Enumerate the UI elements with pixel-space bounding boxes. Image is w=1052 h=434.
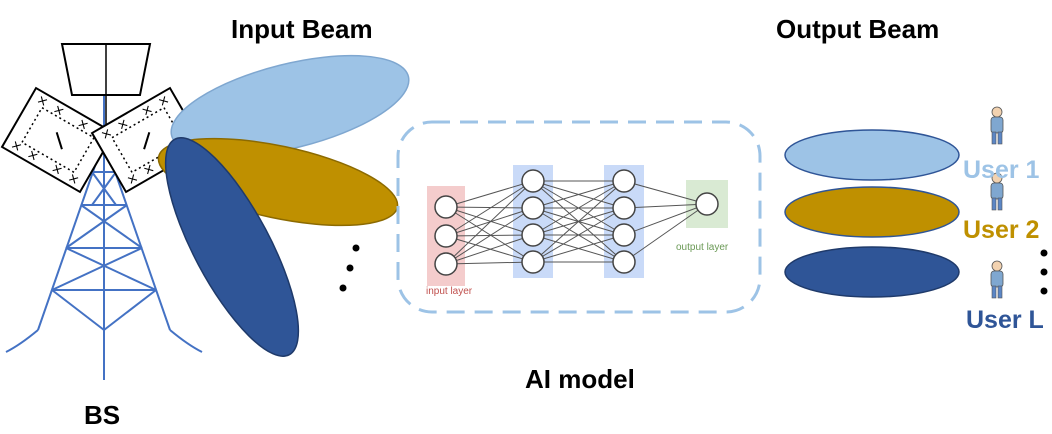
- nn-node: [521, 250, 545, 274]
- nn-edge: [445, 234, 534, 265]
- user-icon-1: [990, 106, 1004, 145]
- user-icon-l: [990, 260, 1004, 299]
- ai-model-box: [396, 120, 762, 314]
- nn-edge: [532, 234, 625, 263]
- nn-node: [521, 223, 545, 247]
- nn-node: [695, 192, 719, 216]
- nn-edge: [623, 203, 708, 209]
- nn-edge: [445, 180, 534, 237]
- input-beam-light: [170, 54, 410, 158]
- nn-edge: [445, 206, 534, 263]
- nn-node: [612, 169, 636, 193]
- nn-edge: [532, 180, 625, 263]
- nn-edge: [623, 180, 708, 205]
- nn-node: [612, 250, 636, 274]
- nn-node: [612, 196, 636, 220]
- nn-edge: [532, 207, 625, 263]
- user-l-label: User L: [966, 306, 1044, 334]
- output-beam-user-1: [784, 129, 960, 181]
- nn-edge: [532, 180, 625, 209]
- user-1-label: User 1: [963, 156, 1040, 184]
- neural-network: input layer output layer: [426, 165, 729, 297]
- user-icon-2: [990, 172, 1004, 211]
- nn-edge: [445, 206, 534, 209]
- input-layer-label: input layer: [426, 286, 473, 297]
- input-beam-title: Input Beam: [231, 14, 373, 44]
- output-beam-user-l: [784, 246, 960, 298]
- user-ellipsis: [1040, 249, 1048, 295]
- output-beam-user-2: [784, 186, 960, 238]
- nn-edge: [445, 261, 534, 265]
- input-beam-ellipsis: [339, 244, 360, 292]
- nn-edge: [445, 207, 534, 265]
- nn-node: [521, 169, 545, 193]
- nn-edge: [623, 203, 708, 263]
- antenna-top: [60, 43, 152, 130]
- ai-model-title: AI model: [525, 364, 635, 394]
- bs-title: BS: [84, 400, 121, 430]
- nn-edge: [445, 206, 534, 236]
- nn-node: [434, 252, 458, 276]
- nn-edge: [445, 180, 534, 265]
- antenna-panel-left: ×× ×× ×× ××: [0, 86, 116, 194]
- user-2-label: User 2: [963, 216, 1040, 244]
- nn-connections: [445, 180, 708, 265]
- nn-node: [612, 223, 636, 247]
- output-layer-label: output layer: [676, 242, 729, 253]
- nn-node: [521, 196, 545, 220]
- nn-node: [434, 195, 458, 219]
- nn-nodes: [434, 169, 719, 276]
- nn-node: [434, 224, 458, 248]
- nn-edge: [445, 180, 534, 208]
- input-beam-dark: [164, 137, 300, 357]
- nn-edge: [623, 203, 708, 236]
- nn-edge: [532, 180, 625, 236]
- output-beam-title: Output Beam: [776, 14, 940, 44]
